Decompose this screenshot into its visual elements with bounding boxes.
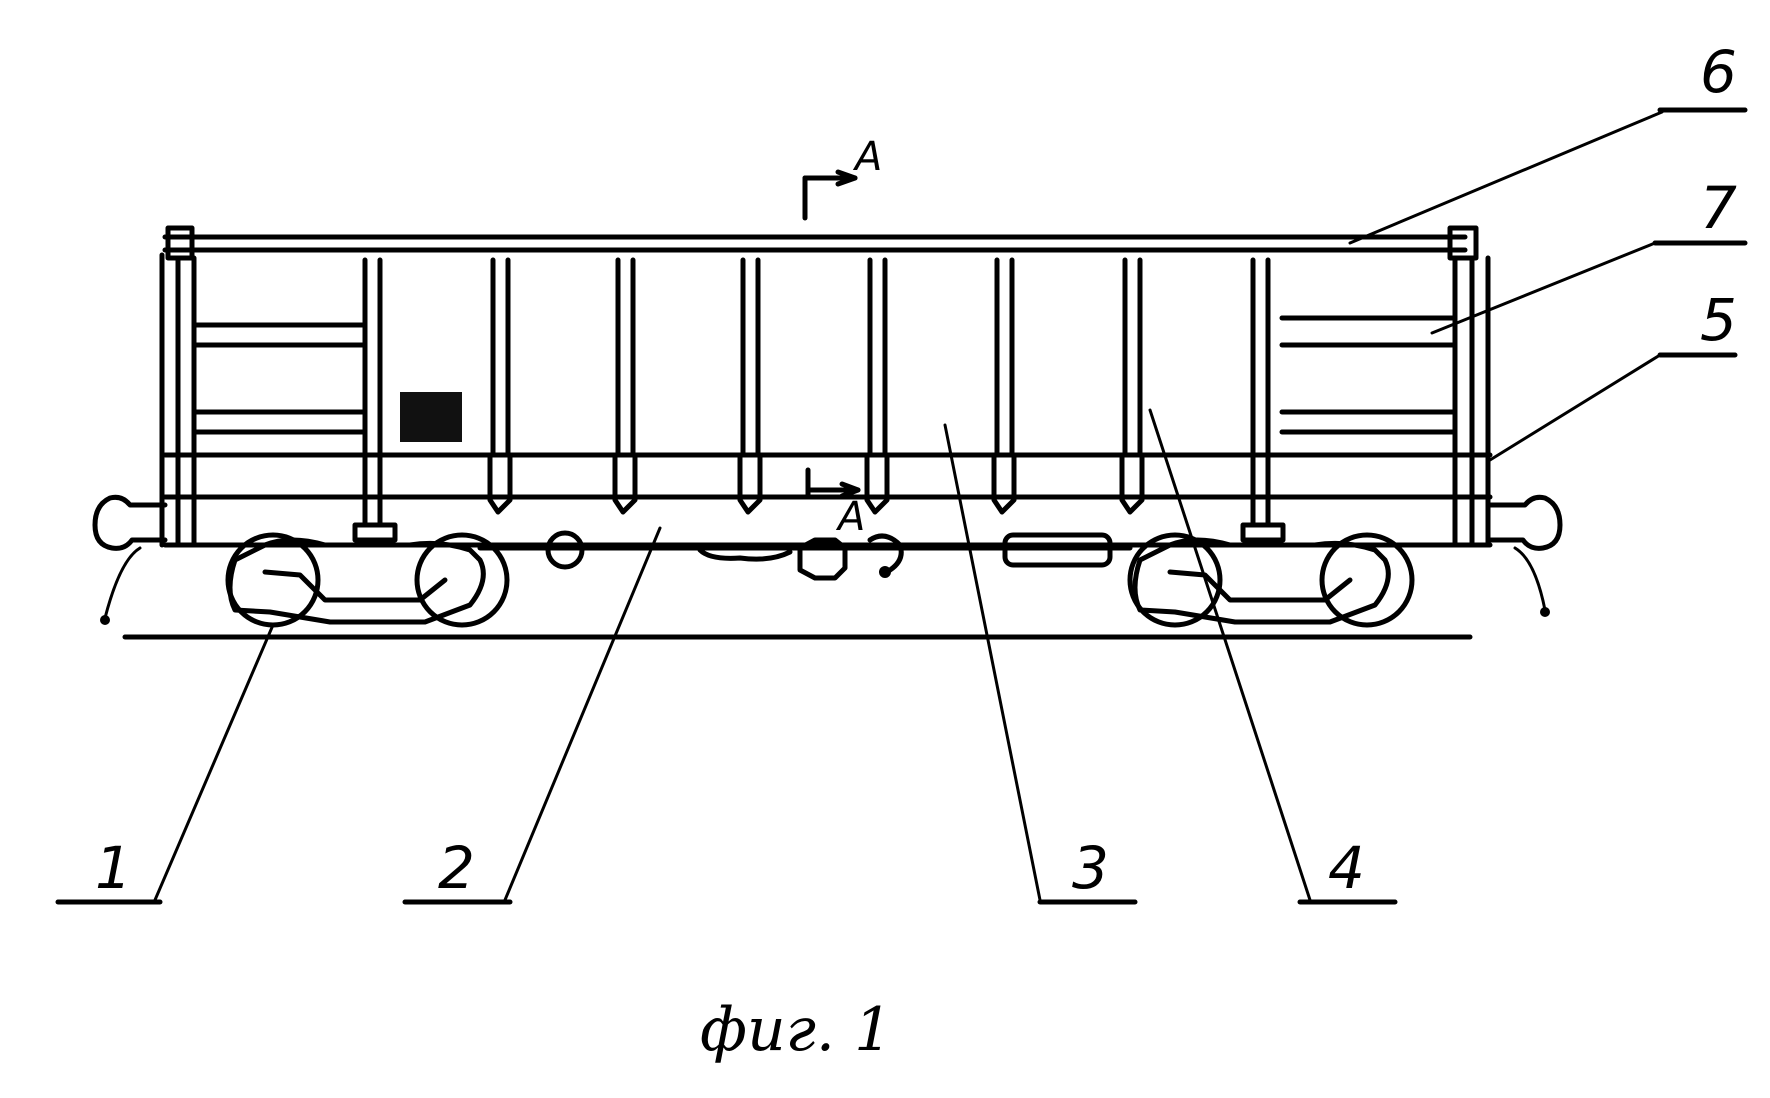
end-wall-boards-left — [195, 325, 365, 432]
callout-6: 6 — [1700, 38, 1737, 106]
callout-1: 1 — [95, 834, 132, 902]
section-label-top: А — [852, 134, 882, 180]
placard — [400, 392, 462, 442]
bogie-left — [228, 535, 507, 625]
end-wall-boards-right — [1282, 318, 1455, 432]
coupler-right — [1490, 497, 1560, 617]
section-mark-top: А — [805, 134, 882, 218]
callout-2: 2 — [438, 834, 475, 902]
callout-3: 3 — [1072, 834, 1109, 902]
coupler-left — [95, 497, 165, 625]
section-label-mid: А — [835, 494, 865, 540]
figure-caption: фиг. 1 — [700, 995, 892, 1065]
brake-rigging — [480, 533, 1130, 578]
section-mark-mid: А — [808, 470, 865, 540]
callout-4: 4 — [1328, 834, 1365, 902]
bogie-right — [1130, 535, 1412, 625]
callout-7: 7 — [1700, 174, 1737, 242]
side-stakes — [365, 260, 1268, 512]
callout-5: 5 — [1700, 286, 1737, 354]
